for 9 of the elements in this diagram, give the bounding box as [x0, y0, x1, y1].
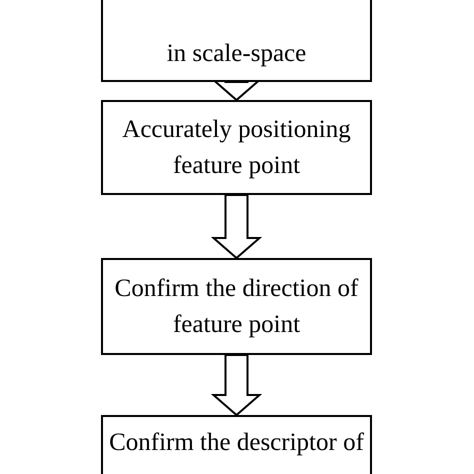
hollow-arrow	[210, 194, 262, 260]
step-text: Accurately positioning feature point	[121, 114, 352, 180]
step-text: Confirm the direction of feature point	[114, 274, 360, 340]
hollow-arrow	[210, 354, 262, 416]
process-box	[101, 100, 372, 195]
step-text: in scale-space	[166, 39, 306, 69]
process-box	[101, 258, 372, 355]
process-box	[101, 0, 372, 82]
step-text: Confirm the descriptor of	[109, 428, 364, 458]
